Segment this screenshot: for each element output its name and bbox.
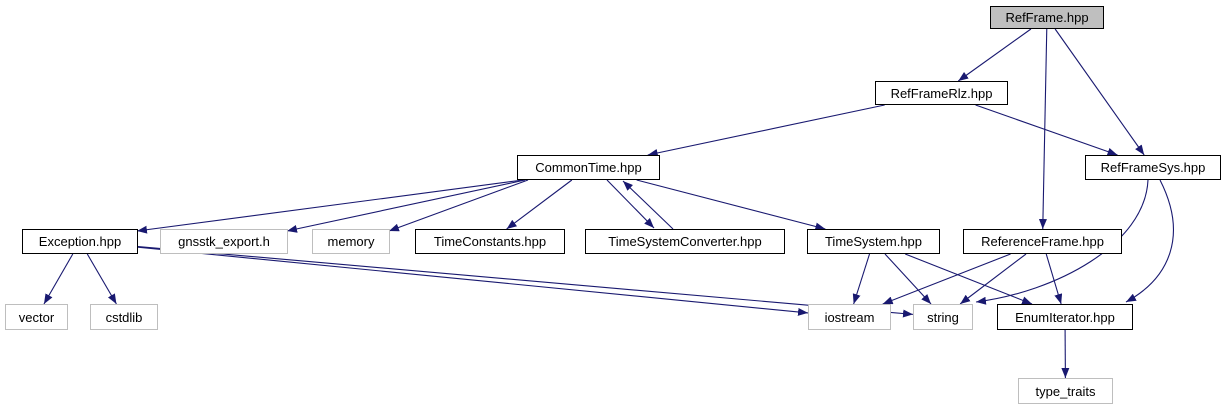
include-edge-commontime-to-gnsstk_export	[286, 179, 526, 233]
include-edge-commontime-to-exception	[136, 179, 524, 234]
node-refframesys-hpp[interactable]: RefFrameSys.hpp	[1085, 155, 1221, 180]
node-timesystem-hpp[interactable]: TimeSystem.hpp	[807, 229, 940, 254]
node-memory: memory	[312, 229, 390, 254]
include-edge-exception-to-vector	[43, 253, 74, 305]
include-edge-refframerlz-to-commontime	[647, 104, 885, 157]
include-edge-timesystemconverter-to-commontime	[622, 180, 674, 230]
node-vector: vector	[5, 304, 68, 330]
include-edge-commontime-to-memory	[388, 179, 529, 232]
include-edge-exception-to-iostream	[137, 246, 809, 316]
node-string: string	[913, 304, 973, 330]
node-refframe-hpp[interactable]: RefFrame.hpp	[990, 6, 1104, 29]
include-edge-refframe-to-refframerlz	[957, 28, 1032, 82]
include-edge-referenceframe-to-enumiterator	[1045, 253, 1063, 305]
node-refframerlz-hpp[interactable]: RefFrameRlz.hpp	[875, 81, 1008, 105]
node-exception-hpp[interactable]: Exception.hpp	[22, 229, 138, 254]
node-timeconstants-hpp[interactable]: TimeConstants.hpp	[415, 229, 565, 254]
include-edge-timesystem-to-enumiterator	[905, 253, 1033, 305]
node-referenceframe-hpp[interactable]: ReferenceFrame.hpp	[963, 229, 1122, 254]
include-edge-referenceframe-to-iostream	[882, 253, 1011, 305]
node-iostream: iostream	[808, 304, 891, 330]
include-edge-exception-to-cstdlib	[86, 253, 117, 305]
node-enumiterator-hpp[interactable]: EnumIterator.hpp	[997, 304, 1133, 330]
node-timesystemconverter-hpp[interactable]: TimeSystemConverter.hpp	[585, 229, 785, 254]
include-edge-refframe-to-refframesys	[1054, 28, 1145, 156]
include-edge-exception-to-string	[137, 246, 914, 318]
include-edge-commontime-to-timeconstants	[506, 179, 573, 230]
include-edge-refframesys-to-enumiterator	[1125, 179, 1174, 303]
node-gnsstk-export-h: gnsstk_export.h	[160, 229, 288, 254]
include-edge-timesystem-to-iostream	[852, 253, 871, 305]
node-cstdlib: cstdlib	[90, 304, 158, 330]
include-edge-referenceframe-to-string	[959, 253, 1027, 305]
node-type-traits: type_traits	[1018, 378, 1113, 404]
node-commontime-hpp[interactable]: CommonTime.hpp	[517, 155, 660, 180]
include-edge-commontime-to-timesystemconverter	[606, 179, 655, 229]
include-edge-timesystem-to-string	[884, 253, 932, 305]
include-edge-commontime-to-timesystem	[636, 179, 826, 231]
include-edge-refframerlz-to-refframesys	[975, 104, 1118, 156]
include-edge-refframe-to-referenceframe	[1038, 28, 1048, 230]
